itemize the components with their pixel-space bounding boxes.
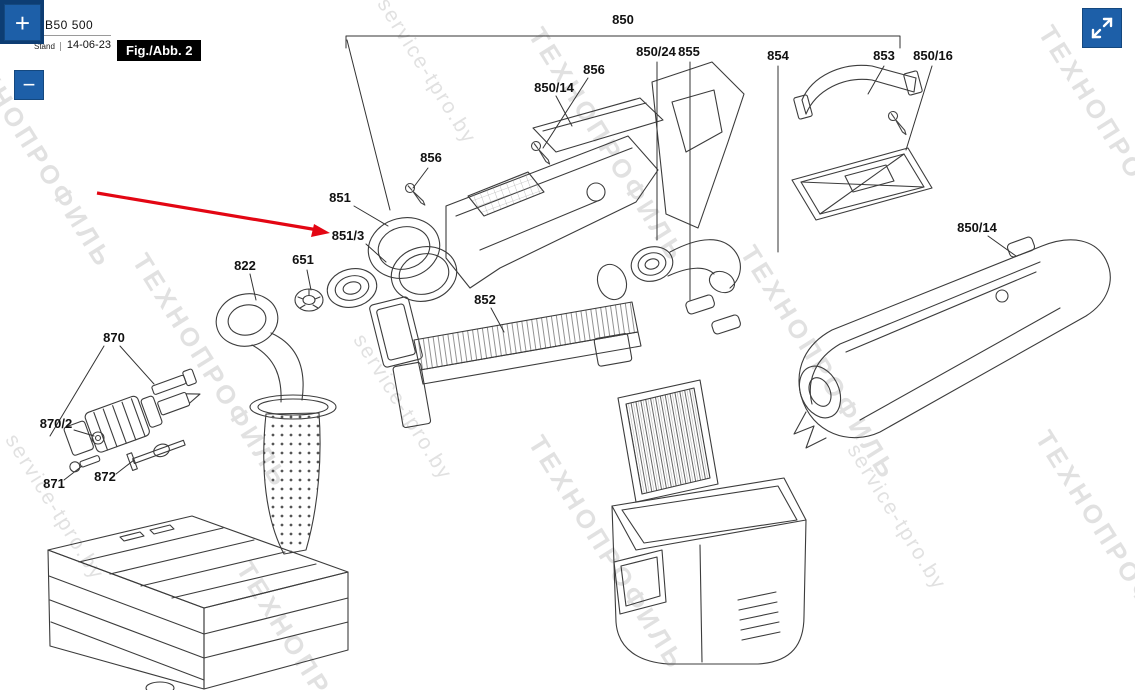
part-label-870-2: 870/2 (40, 416, 73, 431)
part-base-plate (791, 147, 933, 221)
part-guide-rail (392, 301, 642, 429)
part-frame-bracket (651, 61, 745, 229)
part-label-856-top: 856 (583, 62, 605, 77)
part-elbow-tube (630, 239, 741, 294)
part-dust-container (611, 477, 807, 665)
part-clips (685, 294, 741, 335)
part-mounting-bracket (793, 64, 923, 120)
part-label-850-14-top: 850/14 (534, 80, 575, 95)
document-meta: 1 B50 500 Stand 14-06-23 (34, 18, 111, 51)
expand-arrows-icon (1091, 17, 1113, 39)
part-label-850-16: 850/16 (913, 48, 953, 63)
document-date: 14-06-23 (66, 39, 111, 51)
document-number: 1 B50 500 (34, 18, 94, 32)
part-label-851-3: 851/3 (332, 228, 365, 243)
highlight-arrow (96, 191, 330, 237)
part-labels: 850 850/14 856 850/24 855 854 853 850/16… (40, 12, 998, 491)
part-side-handle (215, 293, 337, 555)
part-label-872: 872 (94, 469, 116, 484)
part-label-851: 851 (329, 190, 351, 205)
part-label-822: 822 (234, 258, 256, 273)
part-housing-shell-right (793, 236, 1111, 449)
expand-button[interactable] (1082, 8, 1122, 48)
part-label-850: 850 (612, 12, 634, 27)
figure-label: Fig./Abb. 2 (117, 40, 202, 61)
part-label-850-14-right: 850/14 (957, 220, 998, 235)
leader-lines (49, 35, 1017, 481)
part-label-852: 852 (474, 292, 496, 307)
part-label-651: 651 (292, 252, 314, 267)
part-carrying-case (47, 515, 349, 690)
zoom-in-button[interactable]: + (4, 4, 41, 41)
part-label-870: 870 (103, 330, 125, 345)
part-main-housing (445, 97, 664, 301)
part-label-853: 853 (873, 48, 895, 63)
part-chuck-assembly (63, 368, 201, 473)
part-label-854: 854 (767, 48, 789, 63)
part-label-856-left: 856 (420, 150, 442, 165)
part-label-871: 871 (43, 476, 65, 491)
part-label-850-24: 850/24 (636, 44, 677, 59)
part-label-855: 855 (678, 44, 700, 59)
stand-label: Stand (34, 42, 61, 51)
zoom-out-button[interactable]: − (14, 70, 44, 100)
part-seal-rings (294, 217, 458, 368)
part-filter (617, 379, 719, 503)
